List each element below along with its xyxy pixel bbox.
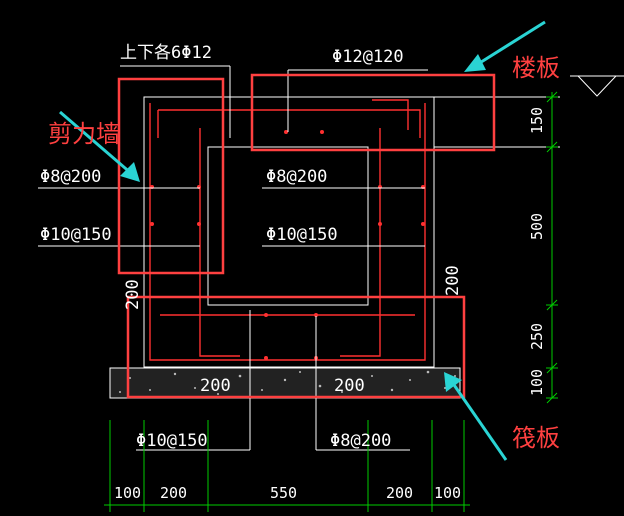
bottom-left-hook bbox=[199, 300, 240, 357]
annotation-raft: 筏板 bbox=[512, 424, 560, 452]
dim-bottom-200-a: 200 bbox=[160, 484, 187, 502]
rebar-lines bbox=[149, 99, 426, 361]
slab-arrow bbox=[477, 20, 546, 66]
label-bottom-left: Φ10@150 bbox=[136, 431, 208, 451]
bottom-right-hook bbox=[340, 300, 381, 357]
concrete-speckles bbox=[119, 370, 456, 395]
annotation-shear-wall: 剪力墙 bbox=[48, 120, 120, 148]
dim-right-500: 500 bbox=[528, 213, 546, 240]
label-side-200-right: 200 bbox=[443, 265, 463, 296]
slab-highlight bbox=[250, 73, 496, 152]
outer-section bbox=[143, 96, 435, 368]
dim-bottom-200-b: 200 bbox=[386, 484, 413, 502]
dim-right-150: 150 bbox=[528, 107, 546, 134]
inner-void bbox=[207, 146, 369, 306]
right-corner-bar bbox=[372, 99, 409, 130]
highlight-boxes bbox=[117, 73, 496, 399]
dim-bottom-100-b: 100 bbox=[434, 484, 461, 502]
concrete-outline bbox=[143, 96, 560, 368]
raft-highlight bbox=[126, 295, 466, 399]
label-inner-200-b: 200 bbox=[334, 376, 365, 396]
label-slab-bars: Φ12@120 bbox=[332, 47, 404, 67]
raft-base bbox=[109, 367, 461, 399]
dim-bottom-100-a: 100 bbox=[114, 484, 141, 502]
shear-wall-highlight bbox=[117, 77, 225, 275]
outer-rebar-loop bbox=[149, 103, 426, 361]
label-bottom-right: Φ8@200 bbox=[330, 431, 391, 451]
raft-arrow bbox=[450, 381, 508, 461]
label-hbar-right: Φ8@200 bbox=[266, 167, 327, 187]
dim-bottom-550: 550 bbox=[270, 484, 297, 502]
dim-right-250: 250 bbox=[528, 323, 546, 350]
leader-lines bbox=[38, 65, 428, 451]
label-top-bars: 上下各6Φ12 bbox=[120, 43, 212, 63]
pointer-arrows bbox=[59, 20, 546, 461]
wall-arrow bbox=[59, 110, 133, 176]
label-vbar-left: Φ10@150 bbox=[40, 225, 112, 245]
dimension-lines bbox=[104, 91, 558, 512]
slab-top-rebar bbox=[158, 109, 421, 138]
raft-concrete bbox=[109, 367, 461, 399]
dim-right-100: 100 bbox=[528, 369, 546, 396]
rebar-dots bbox=[150, 130, 425, 360]
label-inner-200-a: 200 bbox=[200, 376, 231, 396]
elevation-marker bbox=[570, 75, 624, 97]
label-hbar-left: Φ8@200 bbox=[40, 167, 101, 187]
annotation-slab: 楼板 bbox=[512, 54, 560, 82]
label-side-200-left: 200 bbox=[123, 279, 143, 310]
label-vbar-right: Φ10@150 bbox=[266, 225, 338, 245]
